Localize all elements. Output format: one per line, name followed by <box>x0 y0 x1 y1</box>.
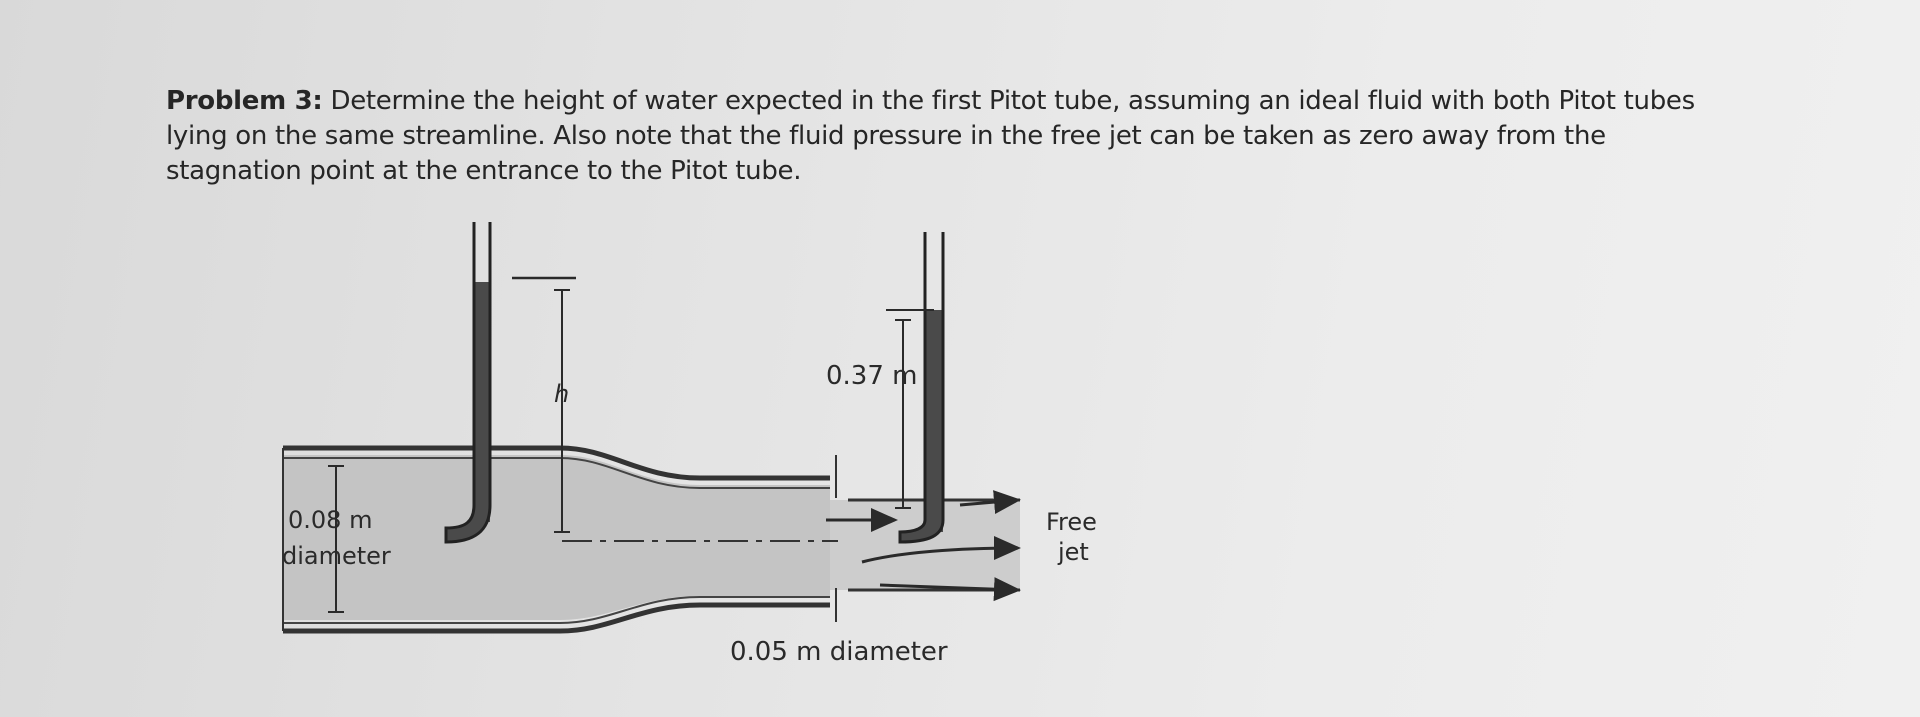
pipe-water <box>283 455 830 620</box>
pitot-tube-2-water <box>925 310 943 532</box>
pipe-top-wall <box>283 445 830 481</box>
flow-arrow-4 <box>879 577 1021 602</box>
label-free: Free <box>1046 508 1097 536</box>
pipe-bottom-wall <box>283 596 830 624</box>
label-jet: jet <box>1057 538 1089 566</box>
pitot-tube-2-bend <box>898 519 945 544</box>
flow-arrow-3 <box>861 536 1021 564</box>
pipe-bottom-wall-outer <box>283 602 830 634</box>
problem-label: Problem 3: <box>166 86 323 116</box>
problem-statement: Problem 3: Determine the height of water… <box>166 84 1726 189</box>
label-037: 0.37 m <box>826 361 917 391</box>
problem-text: Determine the height of water expected i… <box>166 86 1695 186</box>
label-008-line1: 0.08 m <box>288 506 372 534</box>
pitot-tube-1-water <box>474 282 490 522</box>
pipe-top-wall-inner <box>283 457 830 489</box>
label-005: 0.05 m diameter <box>730 637 948 667</box>
label-008-line2: diameter <box>282 542 391 570</box>
flow-arrow-2 <box>959 490 1021 515</box>
label-h: h <box>554 380 569 408</box>
